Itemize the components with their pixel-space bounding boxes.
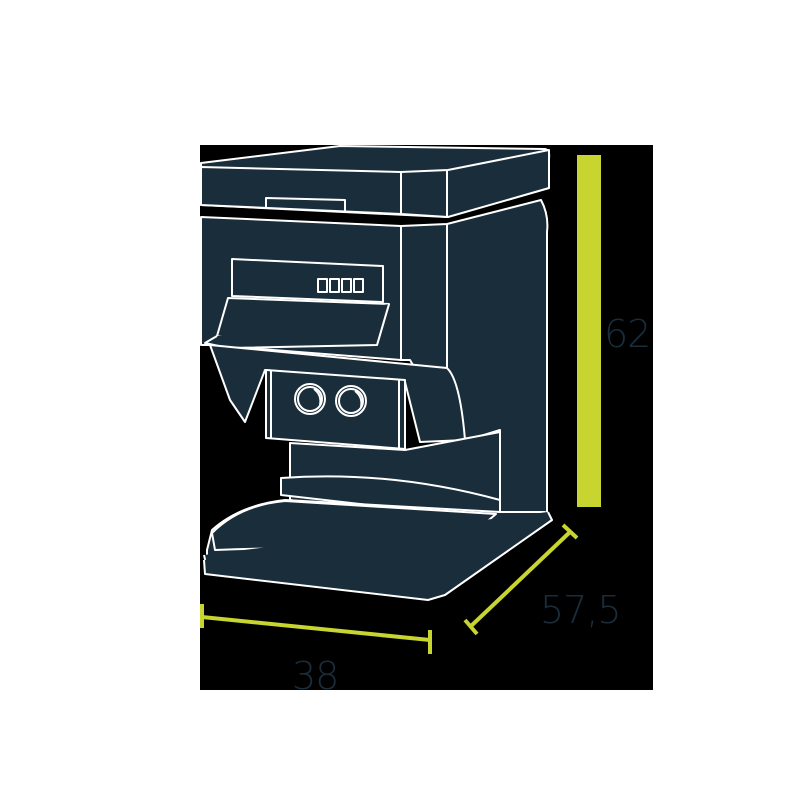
width-dimension-line	[200, 604, 432, 654]
dimension-lines	[200, 155, 601, 654]
panel-button-3	[341, 278, 352, 293]
depth-dimension-line	[463, 523, 579, 636]
width-label: 38	[292, 654, 339, 698]
height-label: 62	[604, 312, 651, 356]
height-dimension-bar	[577, 155, 601, 507]
knob-plate	[265, 369, 406, 450]
panel-button-1	[317, 278, 328, 293]
coffee-machine-illustration	[200, 145, 553, 601]
depth-label: 57,5	[540, 588, 622, 632]
panel-button-4	[353, 278, 364, 293]
display-panel	[231, 258, 384, 303]
panel-button-2	[329, 278, 340, 293]
lid-handle	[265, 197, 346, 213]
